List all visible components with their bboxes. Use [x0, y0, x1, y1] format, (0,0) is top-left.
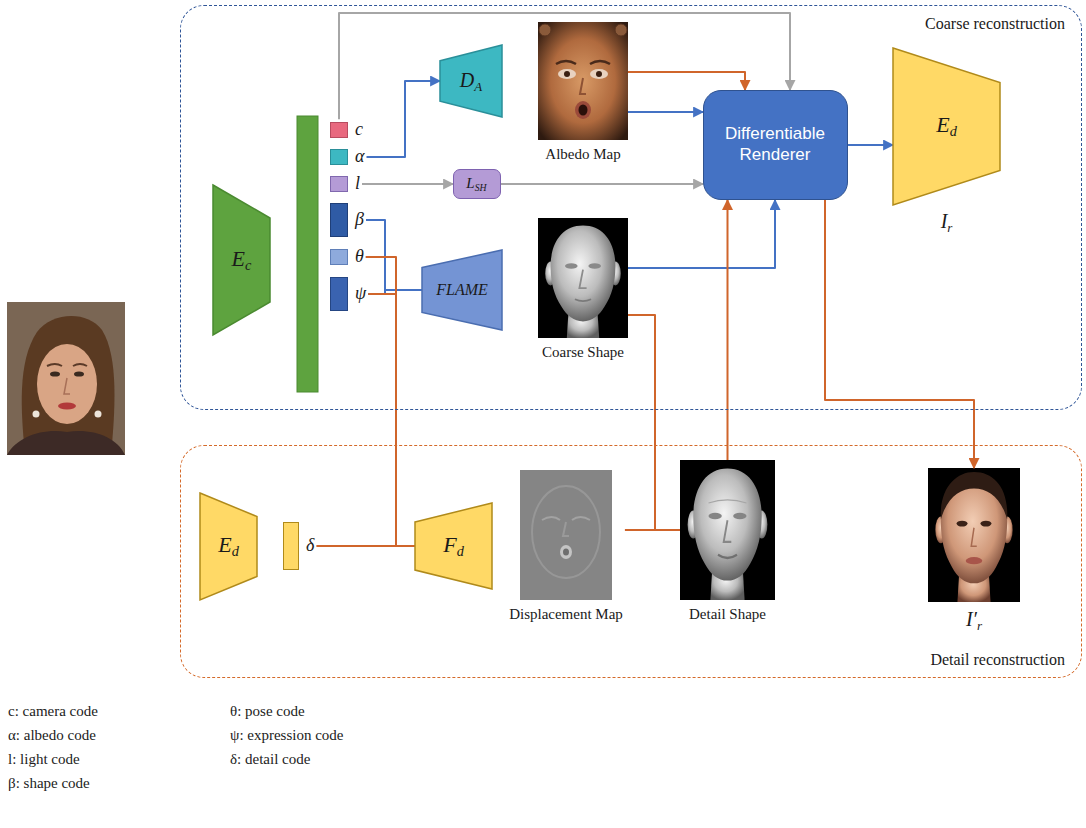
network-block: Fd: [415, 503, 492, 589]
image-panel: Albedo Map: [538, 22, 628, 163]
connector: [368, 294, 415, 546]
node-text: ψ: [355, 283, 366, 305]
detail-shape-render: [680, 460, 775, 600]
trapezoid-shape: [213, 185, 270, 335]
trapezoid-shape: [200, 493, 257, 600]
dashed-region: Coarse reconstructionEc cαlβθψ DA LSH FLAME A…: [180, 5, 1082, 410]
latent-code: ψ: [330, 277, 368, 311]
network-block: EdIr: [893, 48, 1000, 235]
network-block: Ec: [213, 185, 270, 335]
latent-code: β: [330, 203, 366, 237]
dashed-region: Detail reconstruction Ed δ FdDisplacement M…: [180, 445, 1082, 678]
code-bar: [297, 116, 318, 392]
latent-code: c: [330, 119, 365, 141]
legend-entry: δ: detail code: [230, 750, 310, 768]
node-text: β: [355, 209, 364, 231]
trapezoid-shape: [422, 250, 502, 330]
connector: [628, 315, 680, 530]
node-text: Coarse Shape: [542, 343, 624, 361]
image-panel: I′r: [928, 468, 1020, 633]
connector: [362, 183, 453, 185]
connector: [367, 81, 441, 157]
process-box: LSH: [453, 169, 501, 199]
albedo-map-image: [538, 22, 628, 140]
node-text: Albedo Map: [545, 145, 620, 163]
connector: [366, 257, 422, 290]
displacement-map-image: [520, 470, 612, 600]
code-swatch: [330, 277, 348, 311]
legend-entry: l: light code: [8, 750, 80, 768]
legend-entry: ψ: expression code: [230, 726, 344, 744]
latent-code: α: [330, 146, 366, 168]
connector: [366, 220, 422, 290]
code-swatch: [330, 249, 348, 265]
node-text: Ir: [941, 209, 953, 235]
connector: [825, 200, 974, 468]
latent-code: θ: [330, 246, 366, 268]
node-text: c: [355, 119, 363, 141]
connector: [628, 200, 775, 268]
image-panel: Displacement Map: [507, 470, 625, 623]
connector: [848, 144, 893, 146]
node-text: Detail reconstruction: [930, 650, 1065, 669]
connector: [727, 200, 729, 460]
trapezoid-shape: [893, 48, 1000, 205]
image-panel: Coarse Shape: [538, 218, 628, 361]
network-block: Ed: [200, 493, 257, 600]
legend-entry: c: camera code: [8, 702, 98, 720]
coarse-shape-render: [538, 218, 628, 338]
process-box: Differentiable Renderer: [703, 90, 848, 200]
trapezoid-shape: [415, 503, 492, 589]
code-swatch: [283, 522, 299, 570]
connector: [625, 529, 680, 531]
image-panel: Detail Shape: [680, 460, 775, 623]
input-photo: [7, 302, 125, 455]
node-text: Fd: [443, 532, 464, 560]
node-text: DA: [460, 68, 482, 94]
node-text: Coarse reconstruction: [925, 14, 1065, 33]
node-text: l: [355, 173, 360, 195]
node-text: Ed: [936, 112, 957, 140]
connector: [628, 72, 745, 90]
latent-code: l: [330, 173, 362, 195]
node-text: I′r: [966, 607, 982, 633]
detail-render-image: [928, 468, 1020, 602]
node-text: δ: [306, 535, 314, 557]
node-text: θ: [355, 246, 364, 268]
node-text: Differentiable Renderer: [715, 124, 836, 165]
code-swatch: [330, 176, 348, 192]
node-text: Displacement Map: [509, 605, 623, 623]
node-text: Ec: [232, 246, 252, 274]
node-text: FLAME: [436, 280, 488, 299]
code-swatch: [330, 122, 348, 138]
connector: [501, 183, 703, 185]
trapezoid-shape: [440, 45, 502, 117]
network-block: DA: [440, 45, 502, 117]
node-text: LSH: [466, 174, 486, 194]
latent-code: δ: [283, 522, 316, 570]
node-text: Detail Shape: [689, 605, 766, 623]
node-text: α: [355, 146, 364, 168]
code-swatch: [330, 203, 348, 237]
connector: [366, 257, 415, 546]
legend-entry: θ: pose code: [230, 702, 305, 720]
legend-entry: β: shape code: [8, 774, 90, 792]
network-block: FLAME: [422, 250, 502, 330]
code-swatch: [330, 149, 348, 165]
legend-entry: α: albedo code: [8, 726, 96, 744]
node-text: Ed: [218, 532, 239, 560]
connector: [628, 111, 703, 113]
